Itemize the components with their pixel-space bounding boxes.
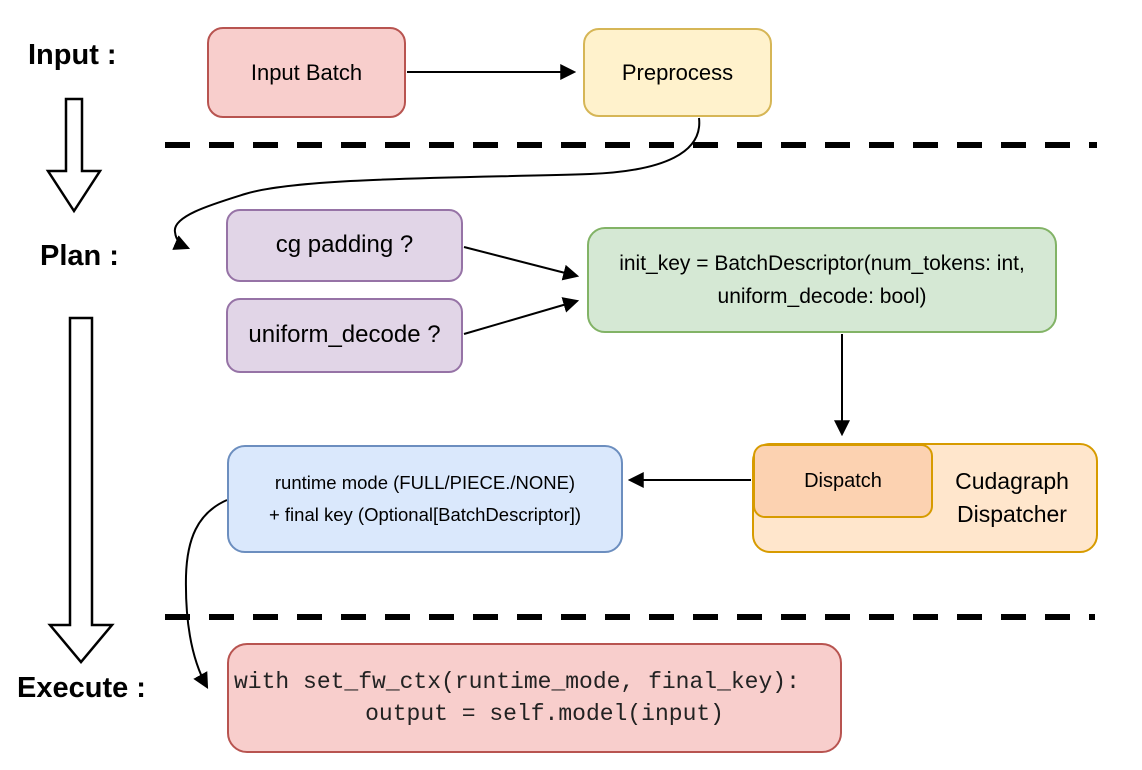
node-runtime-mode-line1: runtime mode (FULL/PIECE./NONE) xyxy=(274,472,576,493)
node-cudagraph-line2: Dispatcher xyxy=(957,501,1067,527)
node-input-batch: Input Batch xyxy=(207,27,406,118)
node-execute-code-text: with set_fw_ctx(runtime_mode, final_key)… xyxy=(234,669,800,727)
section-label-input: Input : xyxy=(28,39,117,71)
node-dispatch: Dispatch xyxy=(753,444,933,518)
section-label-execute: Execute : xyxy=(17,672,146,704)
connector-runtimemode-to-execute xyxy=(184,499,228,689)
connector-preprocess-to-cgpadding xyxy=(172,117,701,250)
node-init-key-line1: init_key = BatchDescriptor(num_tokens: i… xyxy=(619,252,1025,275)
node-init-key-line2: uniform_decode: bool) xyxy=(717,285,927,308)
node-cudagraph-dispatcher-label: Cudagraph Dispatcher xyxy=(928,465,1096,531)
node-cg-padding-label: cg padding ? xyxy=(275,231,414,259)
connector-cgpadding-to-initkey xyxy=(463,246,580,281)
connector-uniformdecode-to-initkey xyxy=(463,297,580,335)
down-arrow-plan-to-execute-icon xyxy=(47,316,115,664)
node-cg-padding: cg padding ? xyxy=(226,209,463,282)
node-dispatch-label: Dispatch xyxy=(804,469,882,492)
node-input-batch-label: Input Batch xyxy=(250,59,363,85)
node-init-key: init_key = BatchDescriptor(num_tokens: i… xyxy=(587,227,1057,333)
node-preprocess-label: Preprocess xyxy=(621,59,734,85)
section-label-plan: Plan : xyxy=(40,240,119,272)
node-runtime-mode-line2: + final key (Optional[BatchDescriptor]) xyxy=(268,504,582,525)
node-uniform-decode-label: uniform_decode ? xyxy=(248,321,441,349)
node-uniform-decode: uniform_decode ? xyxy=(226,298,463,373)
node-runtime-mode: runtime mode (FULL/PIECE./NONE) + final … xyxy=(227,445,623,553)
node-execute-code: with set_fw_ctx(runtime_mode, final_key)… xyxy=(227,643,842,753)
node-cudagraph-line1: Cudagraph xyxy=(955,468,1069,494)
down-arrow-input-to-plan-icon xyxy=(45,97,103,214)
node-preprocess: Preprocess xyxy=(583,28,772,117)
